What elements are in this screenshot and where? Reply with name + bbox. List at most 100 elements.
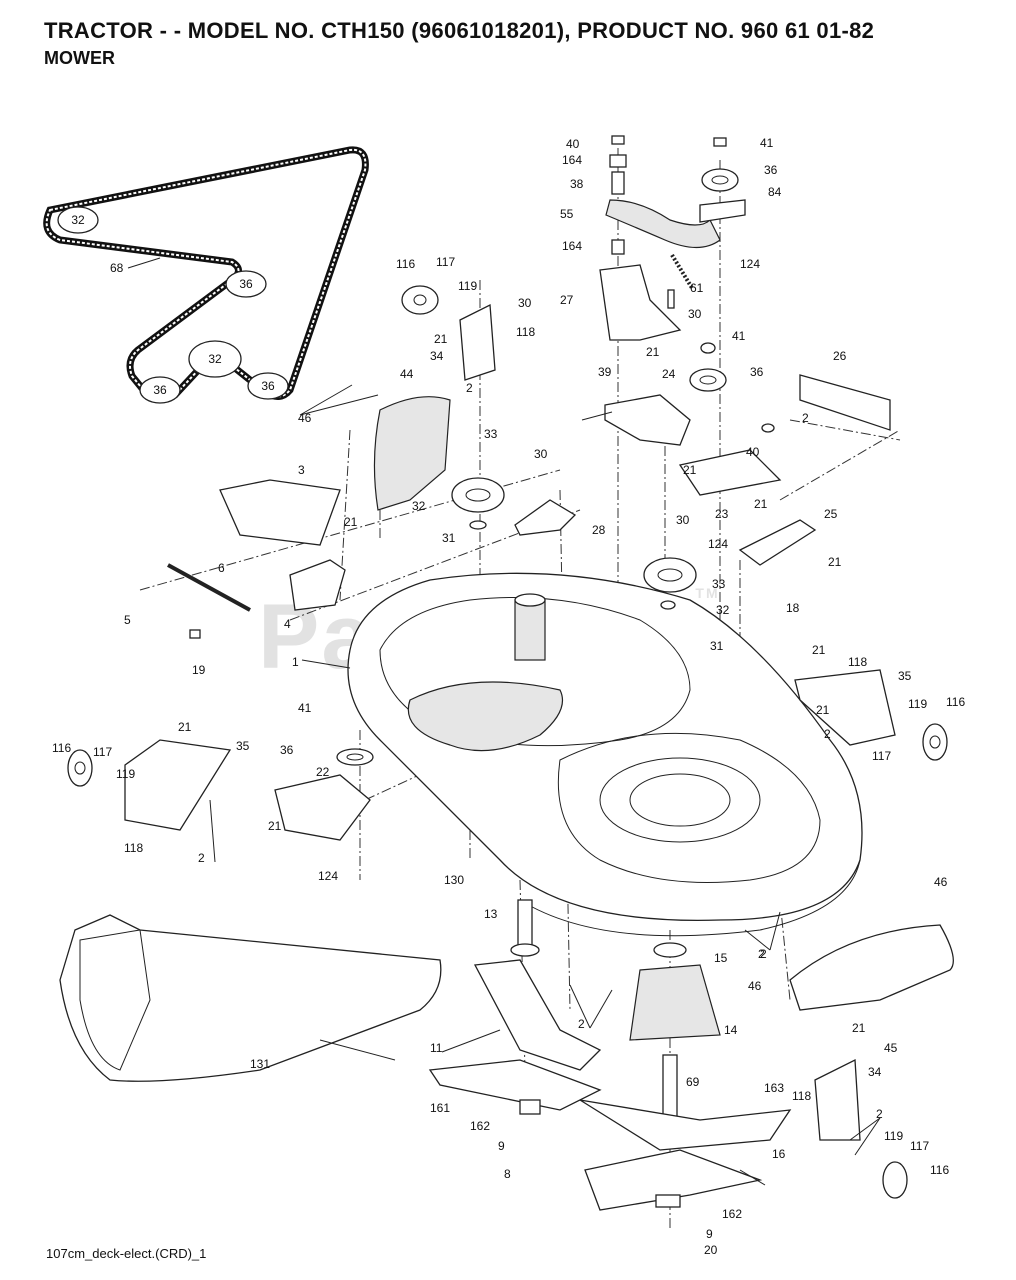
callout: 46 — [934, 875, 948, 889]
callout: 5 — [124, 613, 131, 627]
callout: 36 — [280, 743, 294, 757]
callout: 22 — [316, 765, 330, 779]
callout-labels: 40 164 38 55 164 41 36 84 124 61 30 27 3… — [52, 136, 965, 1257]
callout: 2 — [198, 851, 205, 865]
callout: 32 — [716, 603, 730, 617]
spindles-blades — [428, 899, 792, 1211]
callout: 6 — [218, 561, 225, 575]
callout: 117 — [872, 749, 891, 763]
callout: 20 — [704, 1243, 718, 1257]
callout: 21 — [852, 1021, 866, 1035]
callout: 118 — [516, 325, 535, 339]
belt-pulley-36-c — [247, 372, 289, 400]
callout: 119 — [116, 767, 135, 781]
callout: 164 — [562, 153, 582, 167]
grass-chute — [59, 914, 954, 1082]
callout: 2 — [760, 947, 767, 961]
callout: 164 — [562, 239, 582, 253]
callout: 36 — [750, 365, 764, 379]
callout: 2 — [758, 947, 765, 961]
callout: 25 — [824, 507, 838, 521]
callout: 44 — [400, 367, 414, 381]
callout: 119 — [884, 1129, 903, 1143]
callout: 68 — [110, 261, 124, 275]
right-gauge-wheel — [794, 669, 948, 1199]
callout: 30 — [688, 307, 702, 321]
callout: 21 — [178, 720, 192, 734]
callout: 3 — [298, 463, 305, 477]
callout: 41 — [732, 329, 746, 343]
callout: 28 — [592, 523, 606, 537]
diagram-code: 107cm_deck-elect.(CRD)_1 — [46, 1246, 207, 1261]
callout: 21 — [816, 703, 830, 717]
callout: 33 — [712, 577, 726, 591]
callout: 9 — [706, 1227, 713, 1241]
callout: 46 — [748, 979, 762, 993]
callout: 13 — [484, 907, 498, 921]
callout: 21 — [434, 332, 448, 346]
callout: 116 — [396, 257, 415, 271]
callout: 2 — [578, 1017, 585, 1031]
callout: 161 — [430, 1101, 450, 1115]
callout: 162 — [722, 1207, 742, 1221]
callout: 21 — [646, 345, 660, 359]
left-gauge-wheel — [67, 739, 374, 841]
callout: 119 — [908, 697, 927, 711]
callout: 4 — [284, 617, 291, 631]
page-title: TRACTOR - - MODEL NO. CTH150 (9606101820… — [44, 18, 875, 43]
belt-pulley-32-b — [188, 340, 242, 378]
callout: 46 — [298, 411, 312, 425]
callout: 69 — [686, 1075, 700, 1089]
callout: 40 — [566, 137, 580, 151]
callout: 2 — [876, 1107, 883, 1121]
callout: 116 — [930, 1163, 949, 1177]
callout: 61 — [690, 281, 704, 295]
callout: 18 — [786, 601, 800, 615]
callout: 35 — [236, 739, 250, 753]
callout: 39 — [598, 365, 612, 379]
callout: 21 — [828, 555, 842, 569]
callout: 55 — [560, 207, 574, 221]
callout: 35 — [898, 669, 912, 683]
callout: 118 — [848, 655, 867, 669]
callout: 34 — [868, 1065, 882, 1079]
belt-pulley-36-b — [139, 376, 181, 404]
callout: 15 — [714, 951, 728, 965]
callout: 34 — [430, 349, 444, 363]
callout: 1 — [292, 655, 299, 669]
callout: 32 — [412, 499, 426, 513]
callout: 38 — [570, 177, 584, 191]
callout: 130 — [444, 873, 464, 887]
callout: 21 — [683, 463, 697, 477]
callout: 9 — [498, 1139, 505, 1153]
callout: 8 — [504, 1167, 511, 1181]
mower-deck — [347, 572, 863, 937]
callout: 117 — [436, 255, 455, 269]
callout: 36 — [764, 163, 778, 177]
leader-lines — [127, 257, 881, 1186]
callout: 30 — [518, 296, 532, 310]
left-upper-parts — [167, 285, 577, 639]
callout: 119 — [458, 279, 477, 293]
callout: 2 — [824, 727, 831, 741]
belt-label: 32 — [71, 213, 85, 227]
callout: 21 — [754, 497, 768, 511]
callout: 19 — [192, 663, 206, 677]
callout: 31 — [710, 639, 724, 653]
callout: 30 — [534, 447, 548, 461]
callout: 117 — [910, 1139, 929, 1153]
callout: 118 — [792, 1089, 811, 1103]
callout: 21 — [268, 819, 282, 833]
callout: 162 — [470, 1119, 490, 1133]
callout: 124 — [318, 869, 338, 883]
callout: 2 — [466, 381, 473, 395]
callout: 2 — [802, 411, 809, 425]
callout: 116 — [52, 741, 71, 755]
belt-label: 36 — [261, 379, 275, 393]
belt-label: 32 — [208, 352, 222, 366]
top-idler-assembly — [599, 135, 891, 610]
drive-belt: 32 36 32 36 36 — [43, 146, 369, 404]
callout: 124 — [708, 537, 728, 551]
callout: 31 — [442, 531, 456, 545]
